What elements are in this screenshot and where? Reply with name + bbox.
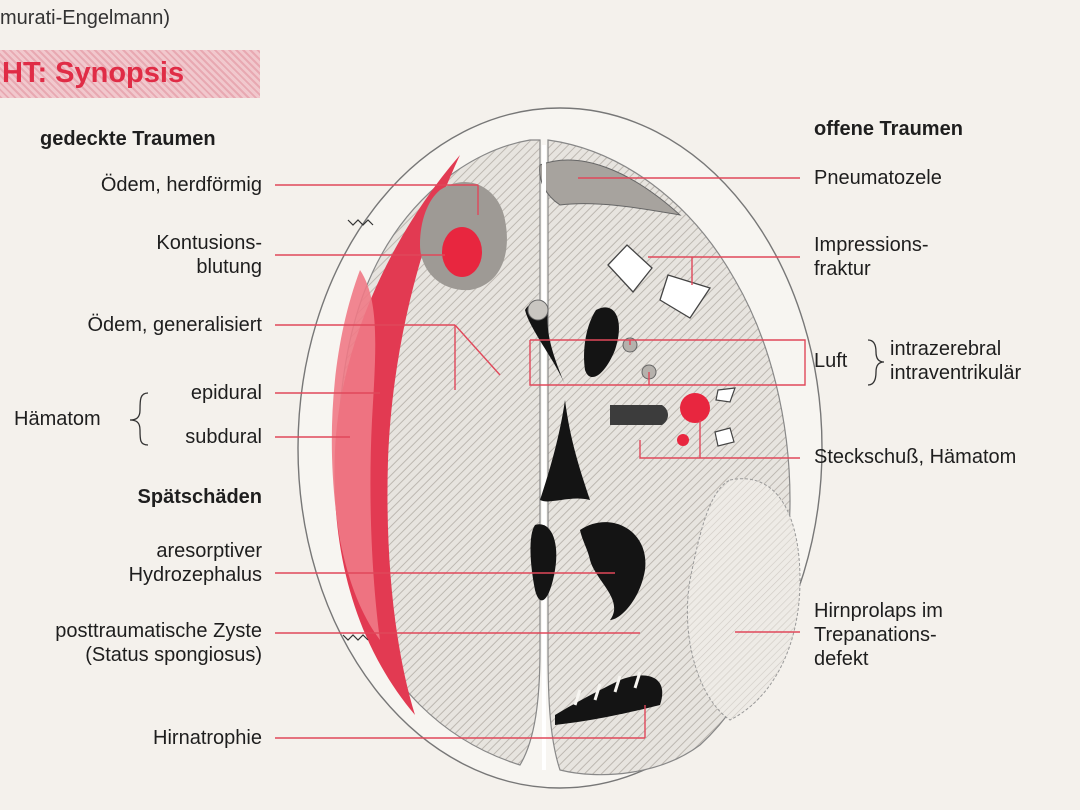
label-intracerebral: intrazerebral (890, 338, 1002, 360)
label-epidural: epidural (190, 382, 262, 404)
heading-closed-trauma: gedeckte Traumen (40, 128, 216, 150)
label-intraventricular: intraventrikulär (890, 362, 1022, 384)
epidural-hematoma (331, 270, 380, 640)
air-bracket (867, 339, 885, 386)
lead-air-box (529, 339, 806, 386)
brain-prolapse-region (686, 478, 801, 721)
page-title: HT: Synopsis (2, 57, 185, 89)
right-lead-lines (529, 177, 806, 633)
bone-fragment-4 (714, 427, 735, 447)
label-gunshot: Steckschuß, Hämatom (814, 446, 1017, 468)
heading-open-trauma: offene Traumen (814, 118, 963, 140)
ventricle-frontal-left (525, 302, 565, 385)
label-prolapse-2: Trepanations- (814, 624, 937, 646)
label-impression-1: Impressions- (814, 234, 929, 256)
label-hydro-2: Hydrozephalus (128, 564, 262, 586)
bone-fragment-2 (659, 274, 712, 319)
label-edema-general: Ödem, generalisiert (87, 314, 262, 336)
lead-edema-general-c (454, 324, 501, 376)
label-prolapse-1: Hirnprolaps im (814, 600, 943, 622)
label-air: Luft (814, 350, 848, 372)
bone-fragment-1 (607, 244, 653, 293)
label-edema-focal: Ödem, herdförmig (100, 174, 262, 196)
label-prolapse-3: defekt (814, 648, 869, 670)
suture-mark-bottom (342, 634, 369, 641)
pneumatocele (539, 159, 682, 216)
label-subdural: subdural (185, 426, 262, 448)
label-hydro-1: aresorptiver (156, 540, 262, 562)
left-lead-lines (275, 184, 646, 739)
ventricle-third (540, 400, 590, 502)
bone-fragment-3 (715, 387, 736, 403)
heading-late-damage: Spätschäden (137, 486, 262, 508)
ventricle-occipital-left (530, 524, 557, 601)
suture-mark-top (347, 219, 374, 226)
ventricle-occipital-right (580, 522, 646, 620)
contusion-bleeding (442, 227, 482, 277)
hematoma-bracket (129, 392, 149, 446)
lead-gunshot (639, 440, 800, 459)
air-bubble-1 (527, 299, 549, 321)
label-contusion-2: blutung (196, 256, 262, 278)
gunshot-hematoma (680, 393, 710, 423)
gunshot-hematoma-small (677, 434, 689, 446)
label-hematoma: Hämatom (14, 408, 101, 430)
label-impression-2: fraktur (814, 258, 871, 280)
label-contusion-1: Kontusions- (156, 232, 262, 254)
label-cyst-1: posttraumatische Zyste (55, 620, 262, 642)
source-text: murati-Engelmann) (0, 7, 171, 29)
bullet (610, 405, 668, 425)
title-banner (0, 50, 260, 98)
label-cyst-2: (Status spongiosus) (85, 644, 262, 666)
ventricle-frontal-right (584, 307, 619, 378)
label-atrophy: Hirnatrophie (153, 727, 262, 749)
label-pneumatocele: Pneumatozele (814, 167, 942, 189)
atrophy-sulci-detail (573, 671, 642, 706)
